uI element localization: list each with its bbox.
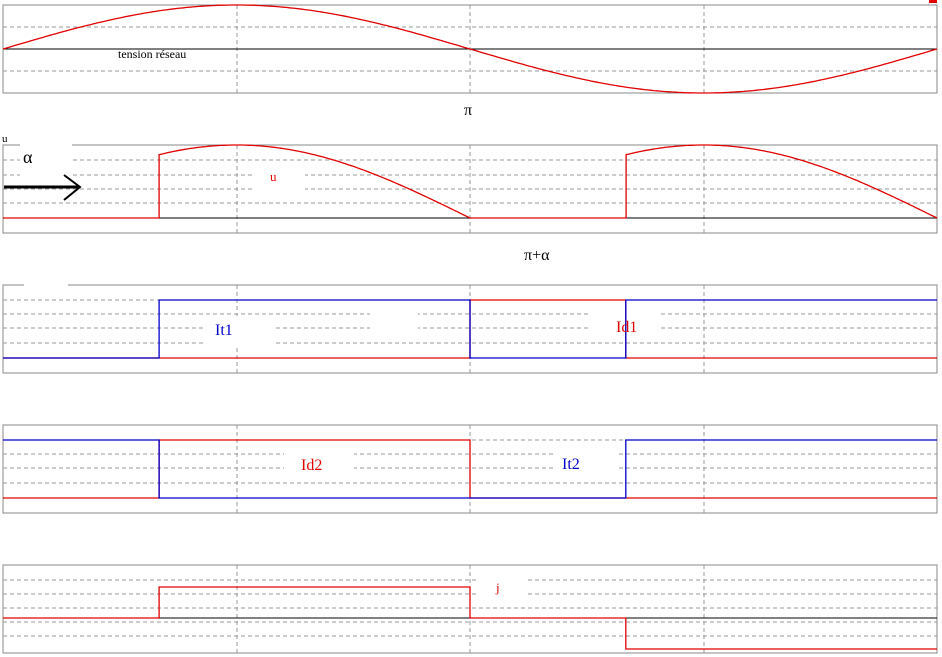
alpha-arrow: [4, 174, 82, 201]
trace-u: [3, 144, 938, 219]
trace-it1: [3, 299, 937, 359]
label-alpha: α: [23, 147, 33, 167]
trace-id2: [3, 439, 937, 499]
label-pi-plus-alpha: π+α: [524, 247, 550, 264]
label-it1: It1: [215, 322, 233, 339]
trace-j: [3, 586, 937, 650]
label-tension-reseau: tension réseau: [118, 47, 186, 61]
label-id2: Id2: [301, 457, 322, 474]
label-pi: π: [464, 102, 472, 119]
trace-tension-reseau: [2, 4, 938, 94]
waveform-traces: [2, 4, 938, 650]
label-backgrounds: [20, 140, 660, 601]
trace-it2: [3, 439, 937, 499]
label-j: j: [495, 580, 500, 595]
label-id1: Id1: [616, 319, 637, 336]
label-u: u: [270, 169, 277, 184]
label-u-axis: u: [2, 133, 8, 145]
corner-mark: [929, 0, 937, 3]
label-it2: It2: [562, 456, 580, 473]
